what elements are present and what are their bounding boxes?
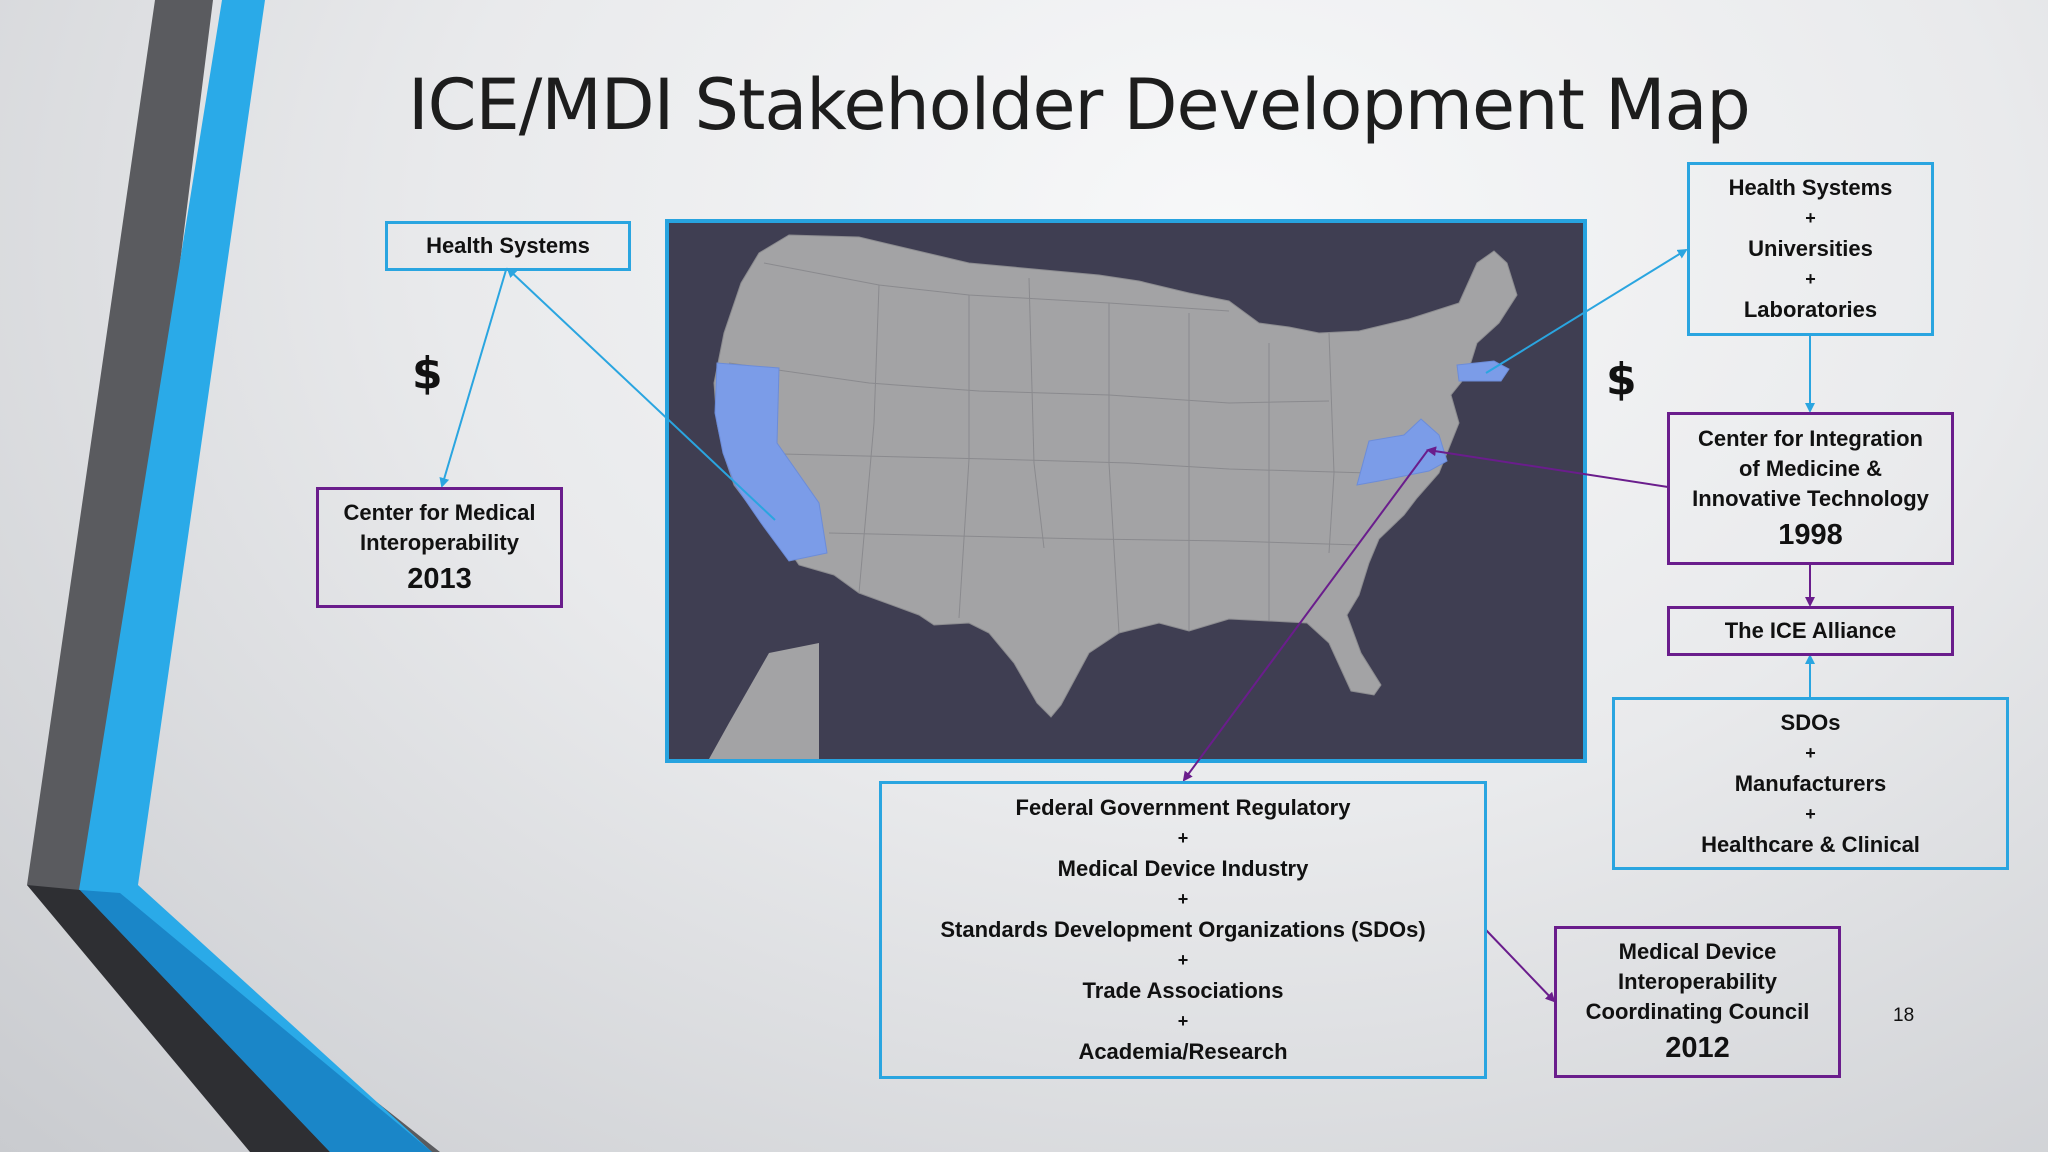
plus-sign: + — [1805, 803, 1816, 824]
page-number: 18 — [1893, 1005, 1915, 1026]
state-massachusetts — [1456, 360, 1510, 382]
cimit-year: 1998 — [1778, 518, 1843, 551]
federal-stakeholders-box: Federal Government Regulatory + Medical … — [879, 781, 1487, 1079]
trade-associations: Trade Associations — [1082, 978, 1284, 1003]
sdos-label: SDOs — [1780, 709, 1841, 735]
mdicc-year: 2012 — [1665, 1032, 1730, 1064]
stakeholder-universities: Universities — [1748, 236, 1873, 261]
standards-development-organizations: Standards Development Organizations (SDO… — [940, 917, 1426, 942]
dollar-sign-left: $ — [412, 348, 443, 399]
plus-sign: + — [1805, 208, 1816, 228]
stakeholders-box: Health Systems + Universities + Laborato… — [1687, 162, 1934, 336]
us-map — [665, 219, 1587, 763]
plus-sign: + — [1177, 950, 1189, 970]
cmi-line-1: Center for Medical — [343, 499, 536, 525]
cimit-line-2: of Medicine & — [1738, 455, 1882, 481]
slide-title: ICE/MDI Stakeholder Development Map — [408, 64, 1751, 146]
stakeholder-laboratories: Laboratories — [1743, 297, 1878, 322]
sdos-box: SDOs + Manufacturers + Healthcare & Clin… — [1612, 697, 2009, 870]
mdicc-line-2: Interoperability — [1618, 969, 1777, 994]
manufacturers-label: Manufacturers — [1734, 770, 1887, 796]
ice-alliance-box: The ICE Alliance — [1667, 606, 1954, 656]
alaska-inset — [709, 643, 819, 759]
plus-sign: + — [1177, 889, 1189, 909]
mdicc-box: Medical Device Interoperability Coordina… — [1554, 926, 1841, 1078]
medical-device-industry: Medical Device Industry — [1057, 856, 1309, 881]
cmi-box: Center for Medical Interoperability 2013 — [316, 487, 563, 608]
cimit-box: Center for Integration of Medicine & Inn… — [1667, 412, 1954, 565]
health-systems-box-left: Health Systems — [385, 221, 631, 271]
federal-regulatory: Federal Government Regulatory — [1015, 795, 1351, 820]
ice-alliance-label: The ICE Alliance — [1724, 618, 1897, 643]
health-systems-label: Health Systems — [426, 233, 590, 258]
plus-sign: + — [1805, 742, 1816, 763]
cmi-line-2: Interoperability — [360, 529, 519, 555]
plus-sign: + — [1805, 269, 1816, 289]
plus-sign: + — [1177, 1011, 1189, 1031]
cimit-line-1: Center for Integration — [1698, 425, 1923, 451]
mdicc-line-1: Medical Device — [1618, 939, 1777, 964]
dollar-sign-right: $ — [1606, 354, 1637, 405]
academia-research: Academia/Research — [1078, 1039, 1288, 1064]
mdicc-line-3: Coordinating Council — [1585, 999, 1810, 1024]
plus-sign: + — [1177, 828, 1189, 848]
stakeholder-health-systems: Health Systems — [1728, 175, 1893, 200]
cimit-line-3: Innovative Technology — [1692, 485, 1929, 511]
healthcare-clinical-label: Healthcare & Clinical — [1701, 831, 1920, 857]
cmi-year: 2013 — [407, 562, 472, 595]
